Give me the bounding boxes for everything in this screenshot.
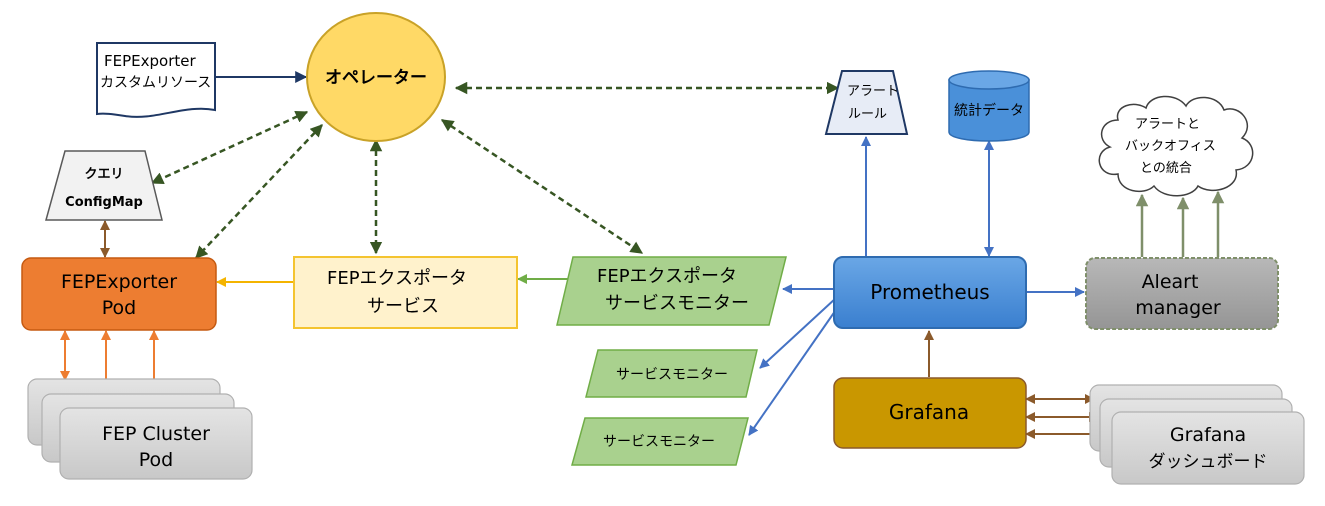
integration-label-1: アラートと (1135, 117, 1200, 132)
connector-prometheus-to-monitor-3 (748, 303, 841, 436)
grafana-node: Grafana (833, 377, 1027, 449)
prometheus-label: Prometheus (870, 280, 989, 304)
grafana-dashboard-label-2: ダッシュボード (1149, 452, 1268, 472)
alert-rule-node: アラート ルール (824, 70, 909, 135)
custom-resource-document: FEPExporter カスタムリソース (96, 42, 216, 118)
fepexporter-pod-node: FEPExporter Pod (21, 257, 217, 331)
alert-rule-label-2: ルール (848, 107, 887, 122)
alertmanager-node: Aleart manager (1085, 257, 1279, 330)
prometheus-node: Prometheus (833, 256, 1027, 329)
service-monitor-2-label: サービスモニター (616, 367, 728, 383)
alert-rule-label-1: アラート (847, 84, 899, 99)
operator-node: オペレーター (306, 12, 446, 142)
connector-operator-to-query (150, 110, 309, 185)
fepexporter-pod-label-1: FEPExporter (61, 271, 177, 293)
alertmanager-label-2: manager (1135, 297, 1221, 319)
service-monitor-node-3: サービスモニター (571, 417, 749, 466)
fep-service-monitor-label-1: FEPエクスポータ (597, 266, 737, 287)
fep-exporter-service-label-1: FEPエクスポータ (327, 268, 467, 289)
fep-service-monitor-label-2: サービスモニター (605, 293, 749, 314)
alertmanager-label-1: Aleart (1142, 271, 1199, 293)
custom-resource-label-1: FEPExporter (104, 52, 196, 70)
query-configmap-node: クエリ ConfigMap (45, 150, 163, 221)
fep-cluster-pod-label-1: FEP Cluster (102, 423, 210, 445)
integration-label-2: バックオフィス (1125, 139, 1216, 154)
fep-exporter-service-label-2: サービス (367, 296, 439, 317)
configmap-label: ConfigMap (65, 195, 143, 210)
alert-backoffice-integration-cloud: アラートと バックオフィス との統合 (1098, 95, 1254, 197)
operator-label: オペレーター (325, 68, 427, 88)
integration-label-3: との統合 (1140, 161, 1192, 176)
stats-db-label: 統計データ (954, 102, 1024, 119)
custom-resource-label-2: カスタムリソース (100, 75, 211, 91)
fep-exporter-service-node: FEPエクスポータ サービス (293, 256, 518, 329)
stats-db-cylinder: 統計データ (948, 70, 1030, 142)
service-monitor-3-label: サービスモニター (603, 434, 715, 450)
grafana-dashboard-label-1: Grafana (1170, 424, 1246, 446)
service-monitor-node-2: サービスモニター (585, 349, 758, 398)
fep-service-monitor-node: FEPエクスポータ サービスモニター (556, 256, 787, 326)
connector-operator-to-service-monitor (440, 118, 644, 255)
fepexporter-pod-label-2: Pod (102, 297, 136, 319)
query-label: クエリ (84, 167, 123, 182)
fep-cluster-pod-stack: FEP Cluster Pod (27, 378, 253, 480)
fep-cluster-pod-label-2: Pod (139, 449, 173, 471)
connector-operator-to-exporter-pod (195, 124, 323, 259)
grafana-label: Grafana (889, 400, 969, 424)
connector-prometheus-to-monitor-2 (759, 297, 837, 369)
grafana-dashboard-stack: Grafana ダッシュボード (1089, 384, 1305, 485)
